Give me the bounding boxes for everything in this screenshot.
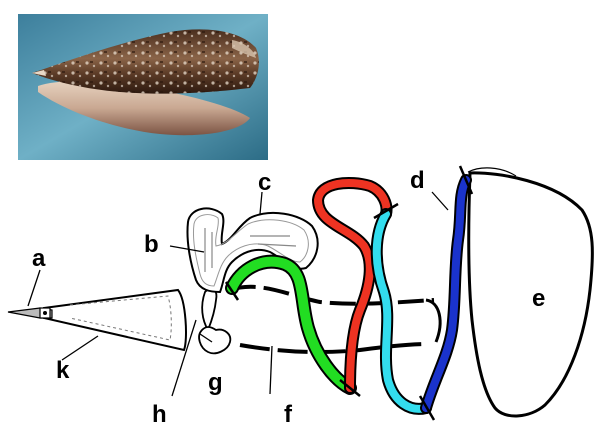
label-d: d [410, 167, 425, 194]
shell-aperture [38, 81, 250, 136]
leader-lines [27, 191, 449, 397]
leader-f [269, 345, 273, 395]
salivary-gland [198, 326, 232, 355]
segment-boundary-ticks [224, 165, 474, 421]
label-e: e [532, 285, 545, 312]
label-g: g [208, 369, 223, 396]
shell-pattern [32, 29, 259, 94]
duct-bulb-connector [467, 167, 517, 177]
shell-photo [18, 14, 268, 160]
duct-segment-red [313, 178, 391, 392]
label-f: f [284, 401, 293, 428]
tick-cyan-blue [418, 395, 436, 421]
tick-blue-end [458, 165, 474, 195]
radular-tooth [7, 307, 53, 319]
tick-green-red [339, 379, 361, 397]
label-h: h [152, 401, 167, 428]
label-b: b [144, 231, 159, 258]
leader-g [199, 333, 213, 343]
shell-spire [232, 40, 256, 58]
duct-segment-green [227, 256, 355, 393]
leader-k [61, 335, 99, 361]
pharynx [201, 287, 218, 333]
leader-h [171, 319, 197, 397]
shell-tip [32, 70, 46, 76]
body-tube [229, 284, 442, 355]
leader-b [169, 245, 205, 253]
label-k: k [56, 357, 70, 384]
tick-green-start [224, 281, 240, 301]
tick-red-cyan [373, 202, 399, 220]
label-c: c [258, 169, 271, 196]
duct-segment-cyan [372, 210, 430, 413]
leader-a [27, 269, 41, 307]
leader-c [259, 191, 263, 215]
venom-bulb [467, 171, 594, 418]
duct-segment-blue [422, 176, 470, 412]
leader-d [431, 191, 449, 211]
radular-sac [186, 207, 319, 294]
proboscis [43, 288, 187, 352]
label-a: a [32, 245, 46, 272]
